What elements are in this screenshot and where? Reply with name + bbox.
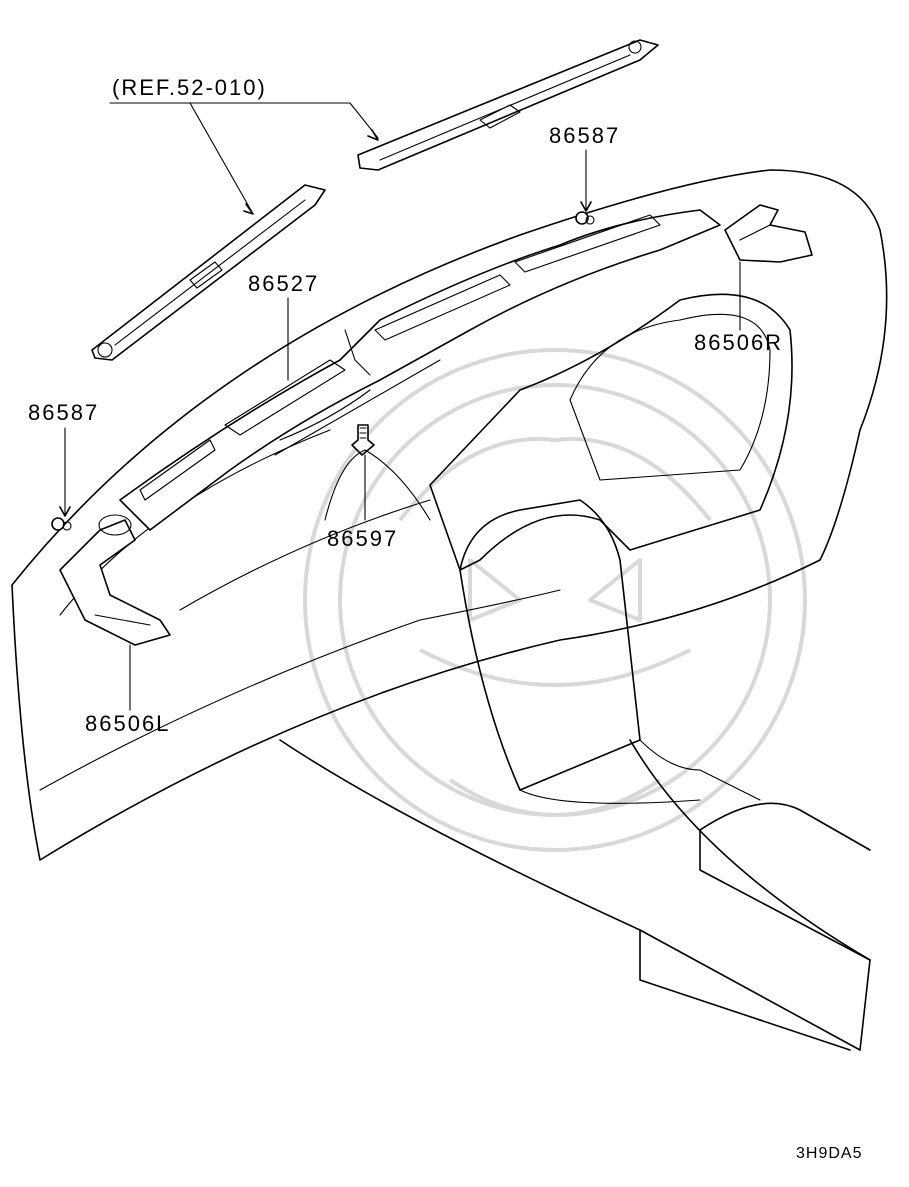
ref-label: (REF.52-010) (112, 75, 267, 100)
screw (351, 424, 375, 456)
label-86597: 86597 (327, 526, 398, 551)
diagram-code: 3H9DA5 (796, 1145, 862, 1162)
clip-left (51, 517, 72, 531)
label-86527: 86527 (248, 271, 319, 296)
label-86506l: 86506L (85, 711, 170, 736)
ref-lower-beam (91, 184, 326, 361)
right-side-duct (724, 204, 813, 263)
label-86587-right: 86587 (549, 123, 620, 148)
defroster-duct-assembly (119, 209, 721, 531)
label-86587-left: 86587 (28, 400, 99, 425)
dashboard-outline (11, 169, 888, 1051)
leader-lines (59, 102, 741, 711)
ref-upper-beam (357, 39, 659, 171)
clip-right (575, 211, 595, 225)
label-86506r: 86506R (694, 330, 783, 355)
left-side-duct (59, 514, 171, 646)
watermark-emblem (303, 348, 807, 852)
